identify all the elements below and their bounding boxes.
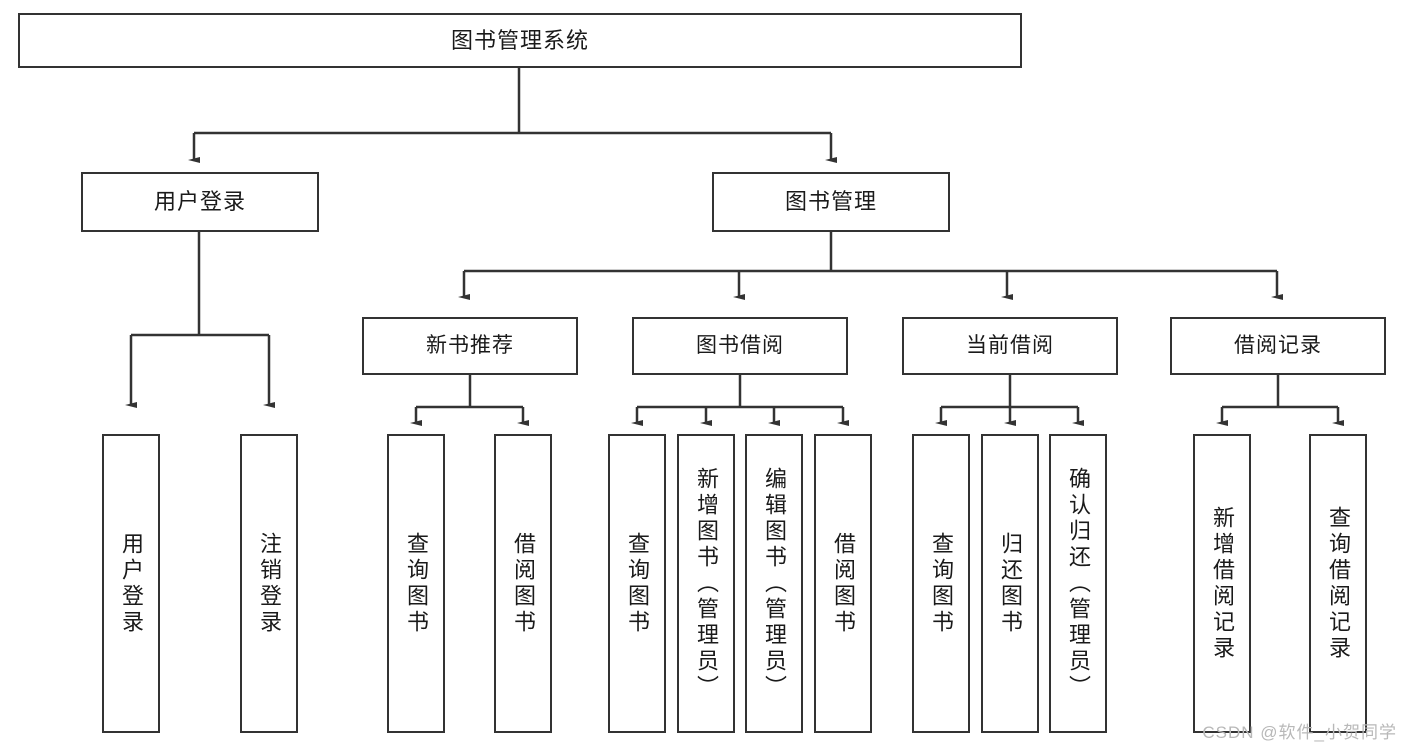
node-label: 借阅记录 bbox=[1234, 333, 1322, 357]
node-label: 新增借阅记录 bbox=[1210, 505, 1235, 662]
node-current-borrow[interactable]: 当前借阅 bbox=[902, 317, 1118, 375]
node-leaf-edit-book[interactable]: 编辑图书（管理员） bbox=[745, 434, 803, 733]
node-label: 图书管理 bbox=[784, 189, 877, 215]
node-leaf-confirm-return[interactable]: 确认归还（管理员） bbox=[1049, 434, 1107, 733]
node-label: 图书管理系统 bbox=[450, 27, 589, 53]
node-label: 借阅图书 bbox=[831, 531, 856, 636]
node-book-manage[interactable]: 图书管理 bbox=[712, 172, 950, 232]
node-book-borrow[interactable]: 图书借阅 bbox=[632, 317, 848, 375]
node-root-book-management-system[interactable]: 图书管理系统 bbox=[18, 13, 1022, 68]
node-leaf-add-book[interactable]: 新增图书（管理员） bbox=[677, 434, 735, 733]
node-leaf-borrow-book-recommend[interactable]: 借阅图书 bbox=[494, 434, 552, 733]
node-leaf-query-book-recommend[interactable]: 查询图书 bbox=[387, 434, 445, 733]
node-label: 当前借阅 bbox=[966, 333, 1054, 357]
node-leaf-query-book-borrow[interactable]: 查询图书 bbox=[608, 434, 666, 733]
node-leaf-borrow-book[interactable]: 借阅图书 bbox=[814, 434, 872, 733]
node-label: 注销登录 bbox=[257, 531, 282, 636]
watermark-text: CSDN @软件_小贺同学 bbox=[1202, 723, 1397, 742]
node-leaf-user-login[interactable]: 用户登录 bbox=[102, 434, 160, 733]
node-label: 归还图书 bbox=[998, 531, 1023, 636]
node-label: 图书借阅 bbox=[696, 333, 784, 357]
node-user-login[interactable]: 用户登录 bbox=[81, 172, 319, 232]
node-leaf-add-borrow-record[interactable]: 新增借阅记录 bbox=[1193, 434, 1251, 733]
node-label: 新增图书（管理员） bbox=[694, 466, 719, 701]
node-label: 查询图书 bbox=[404, 531, 429, 636]
node-leaf-return-book[interactable]: 归还图书 bbox=[981, 434, 1039, 733]
node-new-book-recommend[interactable]: 新书推荐 bbox=[362, 317, 578, 375]
node-label: 借阅图书 bbox=[511, 531, 536, 636]
node-label: 查询借阅记录 bbox=[1326, 505, 1351, 662]
node-label: 确认归还（管理员） bbox=[1066, 466, 1091, 701]
node-label: 编辑图书（管理员） bbox=[762, 466, 787, 701]
node-label: 用户登录 bbox=[119, 531, 144, 636]
node-label: 用户登录 bbox=[153, 189, 246, 215]
node-leaf-logout-login[interactable]: 注销登录 bbox=[240, 434, 298, 733]
node-leaf-query-book-current[interactable]: 查询图书 bbox=[912, 434, 970, 733]
node-leaf-query-borrow-record[interactable]: 查询借阅记录 bbox=[1309, 434, 1367, 733]
node-label: 新书推荐 bbox=[426, 333, 514, 357]
node-label: 查询图书 bbox=[625, 531, 650, 636]
node-label: 查询图书 bbox=[929, 531, 954, 636]
node-borrow-record[interactable]: 借阅记录 bbox=[1170, 317, 1386, 375]
